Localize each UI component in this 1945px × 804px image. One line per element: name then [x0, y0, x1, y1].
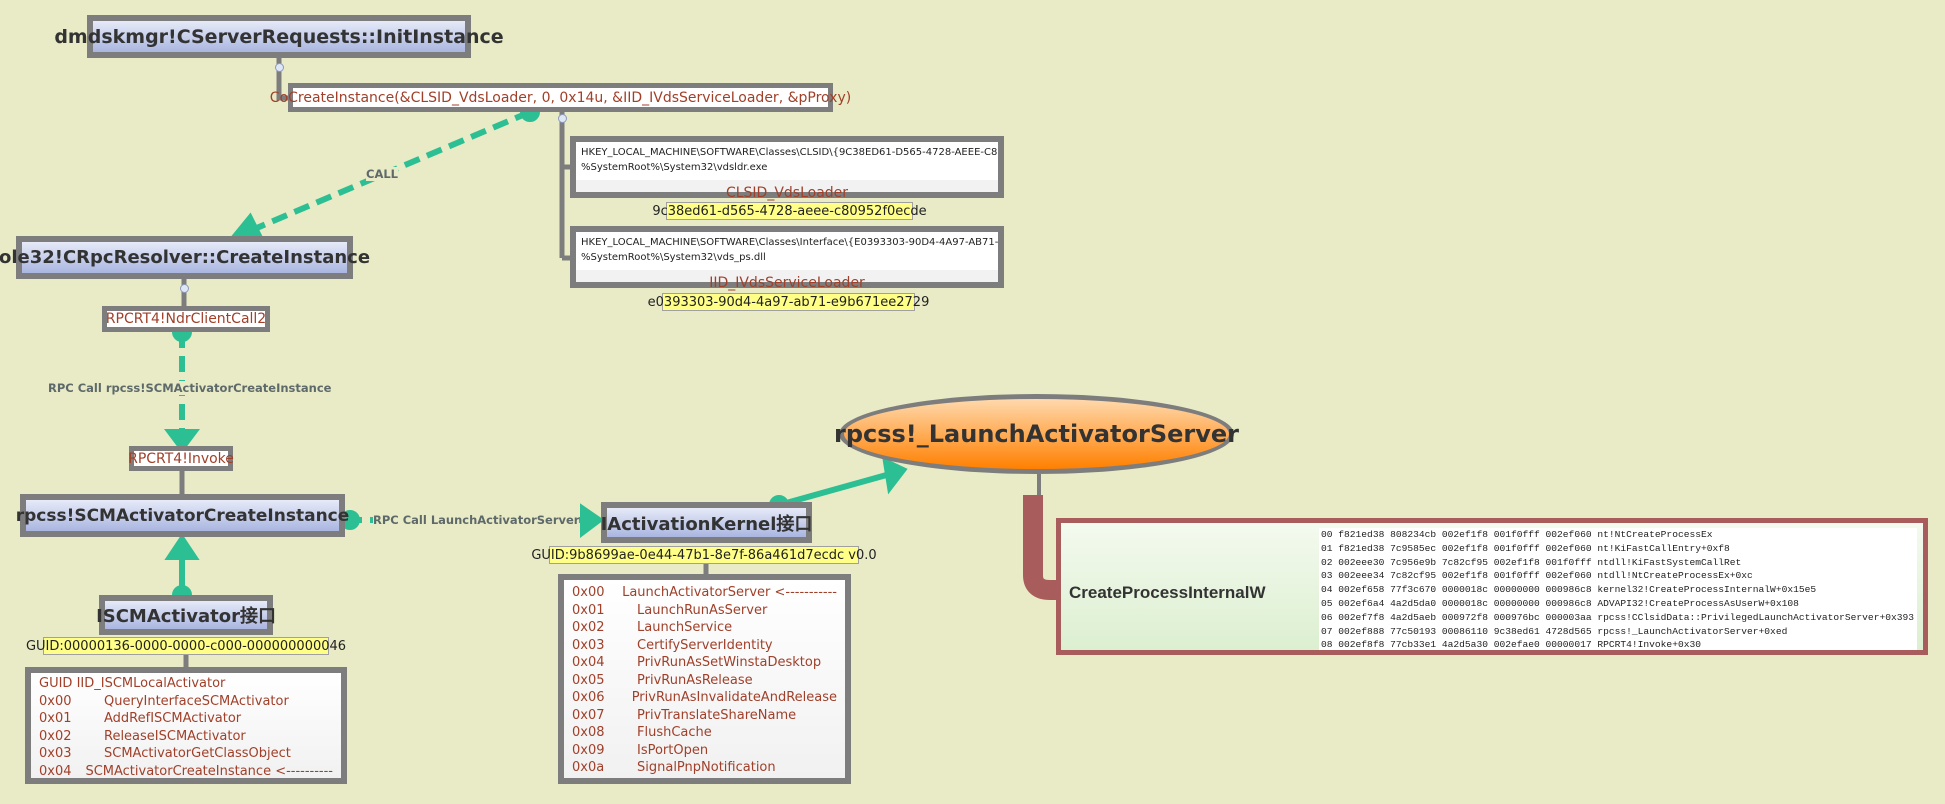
method-index: 0x03	[572, 637, 605, 653]
stack-frame: 05 002ef6a4 4a2d5da0 0000018c 00000000 0…	[1321, 597, 1799, 609]
method-row: 0x07 PrivTranslateShareName	[572, 707, 837, 725]
method-name: LaunchActivatorServer <-----------	[622, 585, 837, 600]
method-row: 0x08 FlushCache	[572, 724, 837, 742]
method-index: 0x06	[572, 690, 605, 705]
stack-frame: 00 f821ed38 808234cb 002ef1f8 001f0fff 0…	[1321, 529, 1713, 540]
stack-frame: 07 002ef888 77c50193 00086110 9c38ed61 4…	[1321, 625, 1788, 637]
method-name: ReleaseISCMActivator	[104, 728, 246, 744]
branch-cpiw	[1023, 495, 1058, 600]
stack-frame: 03 002eee34 7c82cf95 002ef1f8 001f0fff 0…	[1321, 570, 1753, 582]
method-name: PrivRunAsInvalidateAndRelease	[631, 690, 837, 705]
collapse-icon[interactable]	[558, 114, 567, 123]
method-row: 0x03 CertifyServerIdentity	[572, 637, 837, 655]
method-name: PrivTranslateShareName	[637, 707, 797, 723]
method-name: IsPortOpen	[637, 742, 709, 758]
method-name: SignalPnpNotification	[637, 760, 776, 775]
method-index: 0x0a	[572, 760, 605, 775]
registry-clsid[interactable]: HKEY_LOCAL_MACHINE\SOFTWARE\Classes\CLSI…	[570, 136, 1004, 201]
node-ole32[interactable]: ole32!CRpcResolver::CreateInstance	[0, 236, 370, 279]
node-cocreate[interactable]: CoCreateInstance(&CLSID_VdsLoader, 0, 0x…	[270, 83, 851, 112]
edge-label-call: CALL	[366, 167, 398, 181]
node-ndr[interactable]: RPCRT4!NdrClientCall2	[102, 306, 270, 332]
method-index: 0x04	[572, 655, 605, 670]
method-row: 0x02 ReleaseISCMActivator	[39, 728, 333, 746]
method-index: 0x08	[572, 725, 605, 740]
registry-path: HKEY_LOCAL_MACHINE\SOFTWARE\Classes\CLSI…	[581, 147, 998, 158]
method-name: LaunchRunAsServer	[637, 602, 768, 618]
edge-label-rpc2: RPC Call LaunchActivatorServer	[373, 513, 580, 527]
method-name: QueryInterfaceSCMActivator	[104, 693, 289, 709]
list-header: GUID IID_ISCMLocalActivator	[39, 676, 226, 691]
node-createprocessinternalw[interactable]: CreateProcessInternalW 00 f821ed38 80823…	[1056, 518, 1928, 655]
edge-launch	[778, 471, 891, 508]
node-invoke[interactable]: RPCRT4!Invoke	[128, 446, 234, 471]
method-name: PrivRunAsSetWinstaDesktop	[637, 655, 822, 670]
stack-frame: 04 002ef658 77f3c670 0000018c 00000000 0…	[1321, 584, 1817, 596]
node-iscmactivator[interactable]: ISCMActivator接口	[96, 595, 276, 635]
stack-frame: 08 002ef8f8 77cb33e1 4a2d5a30 002efae0 0…	[1321, 639, 1701, 650]
registry-file: %SystemRoot%\System32\vds_ps.dll	[581, 252, 766, 263]
method-row: 0x04 PrivRunAsSetWinstaDesktop	[572, 654, 837, 672]
edge-label-rpc1: RPC Call rpcss!SCMActivatorCreateInstanc…	[48, 381, 332, 395]
collapse-icon[interactable]	[180, 284, 189, 293]
method-index: 0x03	[39, 746, 72, 761]
method-row: 0x04 SCMActivatorCreateInstance <--------…	[39, 763, 333, 781]
registry-iid[interactable]: HKEY_LOCAL_MACHINE\SOFTWARE\Classes\Inte…	[570, 226, 1004, 291]
method-row: 0x00 LaunchActivatorServer <-----------	[572, 584, 837, 602]
node-iactivationkernel[interactable]: IActivationKernel接口	[601, 502, 812, 543]
method-row: 0x06 PrivRunAsInvalidateAndRelease	[572, 689, 837, 707]
method-index: 0x07	[572, 707, 605, 723]
stack-frame: 01 f821ed38 7c9585ec 002ef1f8 001f0fff 0…	[1321, 542, 1730, 554]
method-index: 0x01	[39, 711, 72, 726]
method-index: 0x05	[572, 672, 605, 688]
call-stack: 00 f821ed38 808234cb 002ef1f8 001f0fff 0…	[1319, 528, 1917, 650]
method-index: 0x02	[572, 620, 605, 635]
method-row: 0x0a SignalPnpNotification	[572, 759, 837, 777]
method-index: 0x00	[572, 585, 605, 600]
method-index: 0x00	[39, 693, 72, 709]
guid-label: 9c38ed61-d565-4728-aeee-c80952f0ecde	[652, 202, 927, 220]
method-row: 0x01 LaunchRunAsServer	[572, 602, 837, 620]
method-row: 0x05 PrivRunAsRelease	[572, 672, 837, 690]
method-name: FlushCache	[637, 725, 712, 740]
stack-frame: 06 002ef7f8 4a2d5aeb 000972f8 000976bc 0…	[1321, 611, 1914, 623]
method-name: SCMActivatorGetClassObject	[104, 746, 291, 761]
registry-file: %SystemRoot%\System32\vdsldr.exe	[581, 162, 768, 173]
method-index: 0x04	[39, 763, 72, 779]
method-row: 0x09 IsPortOpen	[572, 742, 837, 760]
node-root[interactable]: dmdskmgr!CServerRequests::InitInstance	[54, 15, 504, 58]
method-index: 0x09	[572, 742, 605, 758]
guid-label: e0393303-90d4-4a97-ab71-e9b671ee2729	[647, 293, 930, 311]
node-launchactivatorserver[interactable]: rpcss!_LaunchActivatorServer	[834, 394, 1239, 474]
method-name: AddRefISCMActivator	[104, 711, 242, 726]
registry-name: IID_IVdsServiceLoader	[709, 275, 865, 291]
guid-label: GUID:00000136-0000-0000-c000-00000000004…	[25, 637, 347, 655]
method-row: 0x03 SCMActivatorGetClassObject	[39, 745, 333, 763]
registry-path: HKEY_LOCAL_MACHINE\SOFTWARE\Classes\Inte…	[581, 237, 998, 248]
method-row: 0x01 AddRefISCMActivator	[39, 710, 333, 728]
method-row: 0x00 QueryInterfaceSCMActivator	[39, 693, 333, 711]
method-index: 0x01	[572, 602, 605, 618]
stack-frame: 02 002eee30 7c956e9b 7c82cf95 002ef1f8 0…	[1321, 556, 1742, 568]
method-name: CertifyServerIdentity	[637, 637, 773, 653]
node-scm[interactable]: rpcss!SCMActivatorCreateInstance	[16, 494, 349, 537]
collapse-icon[interactable]	[275, 63, 284, 72]
iscmactivator-methods: GUID IID_ISCMLocalActivator 0x00 QueryInt…	[25, 667, 347, 784]
method-row: 0x02 LaunchService	[572, 619, 837, 637]
cpiw-title: CreateProcessInternalW	[1069, 583, 1266, 602]
method-name: SCMActivatorCreateInstance <----------	[85, 763, 333, 779]
guid-label: GUID:9b8699ae-0e44-47b1-8e7f-86a461d7ecd…	[531, 546, 877, 564]
registry-name: CLSID_VdsLoader	[725, 185, 849, 201]
method-name: LaunchService	[637, 620, 733, 635]
method-name: PrivRunAsRelease	[637, 672, 753, 688]
method-index: 0x02	[39, 728, 72, 744]
